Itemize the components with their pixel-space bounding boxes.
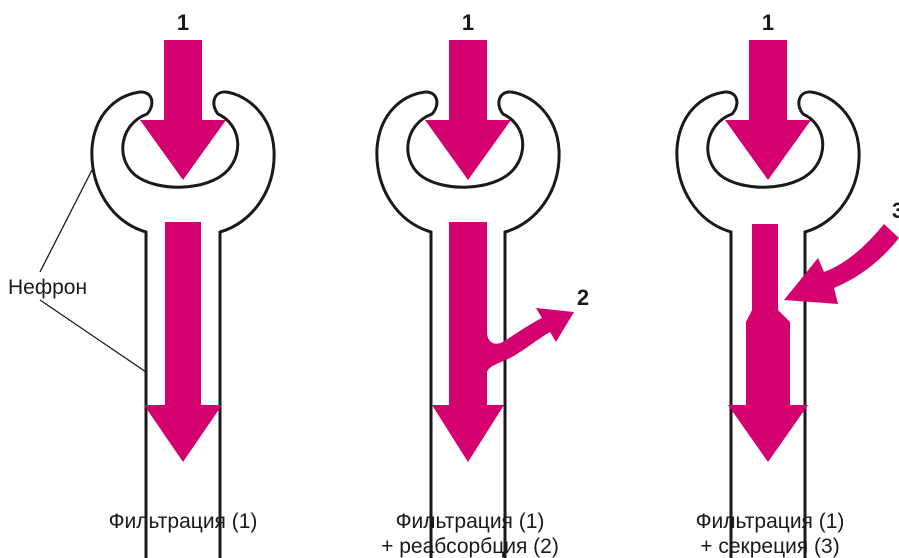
filtrate-flow-arrow [432,222,574,462]
caption-line: Фильтрация (1) [396,510,545,533]
filtration-arrow-top [725,40,811,180]
caption-line: + секреция (3) [700,535,839,558]
caption-line: Фильтрация (1) [696,510,845,533]
arrow-label-1: 1 [462,10,474,35]
caption-line: Фильтрация (1) [109,510,258,533]
panel-secretion: 1 3 Фильтрация (1) + секреция (3) [677,10,899,558]
filtration-arrow-top [425,40,511,180]
arrow-label-1: 1 [177,10,189,35]
filtrate-flow-arrow [728,224,808,462]
panel-reabsorption: 1 2 Фильтрация (1) + реабсорбция (2) [377,10,589,558]
filtrate-flow-arrow [144,222,222,462]
arrow-label-1: 1 [762,10,774,35]
filtration-arrow-top [140,40,226,180]
secretion-arrow [784,224,899,304]
nephron-label: Нефрон [8,276,87,299]
caption-line: + реабсорбция (2) [381,535,559,558]
nephron-pointer-line [40,300,146,372]
nephron-pointer-line [40,170,92,272]
panel-filtration: 1 Нефрон Фильтрация (1) [8,10,274,558]
secretion-label: 3 [892,198,899,223]
reabsorption-label: 2 [577,285,589,310]
